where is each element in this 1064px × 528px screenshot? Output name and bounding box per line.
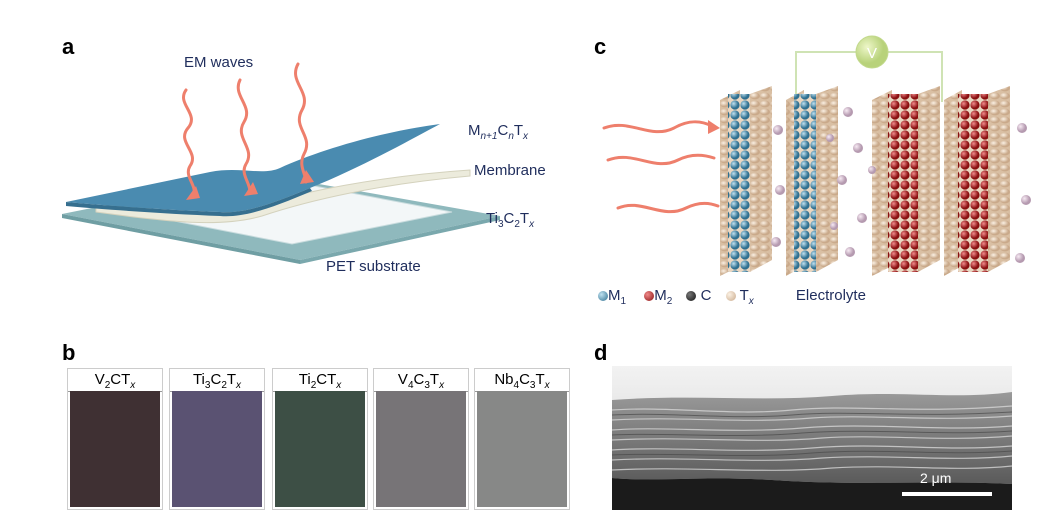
panel-c-diagram: V xyxy=(602,35,1031,276)
tx-atom-icon xyxy=(725,291,736,302)
sem-micrograph xyxy=(612,366,1012,510)
em-wave-c3 xyxy=(616,201,720,214)
sample-swatch: V4C3Tx xyxy=(373,368,469,510)
electrolyte-label: Electrolyte xyxy=(795,287,866,304)
sample-film xyxy=(172,391,262,507)
formula-t: T xyxy=(513,122,524,139)
electrode-left-1 xyxy=(720,86,772,276)
sample-swatch: Nb4C3Tx xyxy=(474,368,570,510)
panel-a-diagram xyxy=(62,62,500,264)
sample-swatch: V2CTx xyxy=(67,368,163,510)
pet-substrate-label: PET substrate xyxy=(326,258,421,275)
ti-s1: 3 xyxy=(497,219,504,230)
legend: M1 M2 C Tx Electrolyte xyxy=(598,287,866,307)
em-wave-arrows xyxy=(182,62,309,196)
ti3c2tx-label: Ti3C2Tx xyxy=(486,210,534,230)
voltmeter-label: V xyxy=(867,45,877,62)
scale-bar xyxy=(902,492,992,496)
em-wave-3 xyxy=(294,62,309,184)
ti-b: C xyxy=(503,210,515,227)
electrode-left-2 xyxy=(786,86,838,276)
ti-s3: x xyxy=(529,219,535,230)
carbon-atom-icon xyxy=(686,291,697,302)
m1-atom-icon xyxy=(598,291,608,302)
mxene-formula-label: Mn+1CnTx xyxy=(468,122,528,142)
sample-caption: Ti3C2Tx xyxy=(170,369,264,392)
em-wave-arrows-c xyxy=(602,120,720,214)
em-wave-c1 xyxy=(602,120,714,134)
ti-s2: 2 xyxy=(514,219,520,230)
formula-n: n xyxy=(508,131,514,142)
sem-image xyxy=(612,366,1012,510)
legend-item-m2: M2 xyxy=(644,287,672,307)
circuit-wire xyxy=(795,51,943,102)
panel-letter-c: c xyxy=(594,34,607,59)
ti-c: T xyxy=(519,210,530,227)
panel-letter-a: a xyxy=(62,34,75,59)
em-waves-label: EM waves xyxy=(184,54,254,71)
ti-a: Ti xyxy=(486,210,498,227)
formula-m: M xyxy=(468,122,481,139)
electrode-right-1 xyxy=(872,86,940,276)
sample-caption: V4C3Tx xyxy=(374,369,468,392)
voltmeter-icon xyxy=(855,35,889,69)
membrane-label: Membrane xyxy=(474,162,546,179)
electrode-right-2 xyxy=(944,86,1010,276)
sem-layer-striations xyxy=(612,405,1012,471)
formula-x: x xyxy=(523,131,529,142)
sample-caption: Ti2CTx xyxy=(273,369,367,392)
sample-swatch: Ti2CTx xyxy=(272,368,368,510)
legend-item-tx: Tx xyxy=(725,287,754,307)
sample-caption: V2CTx xyxy=(68,369,162,392)
em-wave-1 xyxy=(182,88,196,196)
legend-item-m1: M1 xyxy=(598,287,626,307)
mxene-top-layer xyxy=(66,124,440,213)
sample-film xyxy=(70,391,160,507)
em-wave-c2 xyxy=(606,153,716,166)
scale-bar-label: 2 μm xyxy=(920,470,952,486)
m2-atom-icon xyxy=(644,291,655,302)
em-wave-2 xyxy=(236,78,252,194)
legend-item-c: C xyxy=(686,287,711,304)
electrolyte-ions xyxy=(771,107,1031,263)
sample-swatch: Ti3C2Tx xyxy=(169,368,265,510)
formula-n-plus-1: n+1 xyxy=(480,131,498,142)
sample-film xyxy=(477,391,567,507)
panel-letter-d: d xyxy=(594,340,608,365)
formula-c: C xyxy=(497,122,509,139)
sample-film xyxy=(275,391,365,507)
sample-caption: Nb4C3Tx xyxy=(475,369,569,392)
sample-film xyxy=(376,391,466,507)
panel-letter-b: b xyxy=(62,340,76,365)
